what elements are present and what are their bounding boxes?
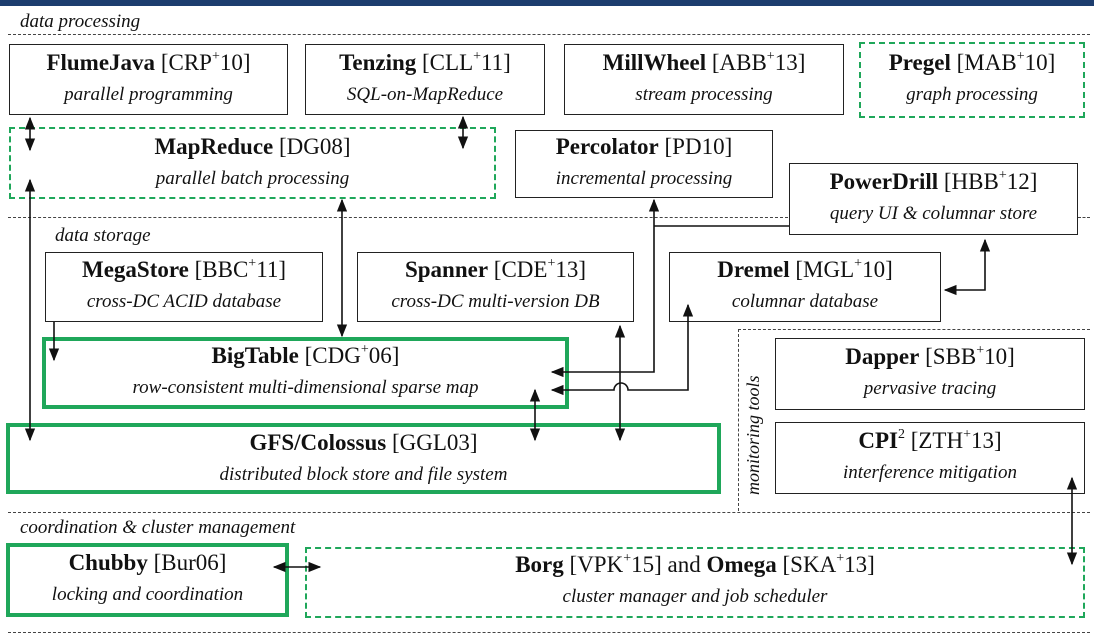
section-label-data-storage: data storage (55, 225, 151, 246)
box-chubby: Chubby [Bur06] locking and coordination (6, 543, 289, 617)
separator-coordination (8, 512, 1090, 513)
box-percolator: Percolator [PD10] incremental processing (515, 130, 773, 198)
box-millwheel: MillWheel [ABB+13] stream processing (564, 44, 844, 115)
box-megastore: MegaStore [BBC+11] cross-DC ACID databas… (45, 252, 323, 322)
separator-top (8, 34, 1090, 35)
box-cpi2: CPI2 [ZTH+13] interference mitigation (775, 422, 1085, 494)
box-powerdrill: PowerDrill [HBB+12] query UI & columnar … (789, 163, 1078, 235)
section-label-coordination: coordination & cluster management (20, 517, 296, 538)
separator-monitoring-left (738, 329, 739, 511)
box-dapper: Dapper [SBB+10] pervasive tracing (775, 338, 1085, 410)
arrow-dremel-powerdrill (943, 238, 991, 296)
box-flumejava: FlumeJava [CRP+10] parallel programming (9, 44, 288, 115)
arrow-percolator-bigtable (550, 198, 660, 378)
separator-bottom (8, 632, 1090, 633)
box-pregel: Pregel [MAB+10] graph processing (859, 42, 1085, 118)
box-dremel: Dremel [MGL+10] columnar database (669, 252, 941, 322)
box-gfs-colossus: GFS/Colossus [GGL03] distributed block s… (6, 423, 721, 494)
box-tenzing: Tenzing [CLL+11] SQL-on-MapReduce (305, 44, 545, 115)
separator-processing-storage-left (8, 217, 788, 218)
arrow-dremel-bigtable (550, 303, 694, 396)
separator-monitoring-top (738, 329, 1090, 330)
section-label-data-processing: data processing (20, 11, 141, 32)
top-color-band (0, 0, 1094, 6)
separator-processing-storage-right (1078, 217, 1090, 218)
box-bigtable: BigTable [CDG+06] row-consistent multi-d… (42, 337, 569, 409)
box-mapreduce: MapReduce [DG08] parallel batch processi… (9, 127, 496, 199)
box-borg-omega: Borg [VPK+15] and Omega [SKA+13] cluster… (305, 547, 1085, 618)
